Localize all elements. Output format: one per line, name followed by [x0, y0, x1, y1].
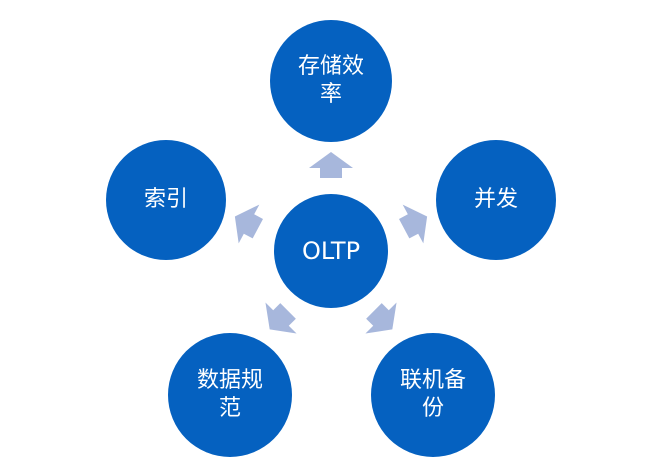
arrow-up-left-icon: [234, 204, 263, 244]
node-center-label: OLTP: [301, 237, 361, 265]
node-storage-efficiency: 存储效率: [270, 20, 392, 142]
node-concurrency-label: 并发: [473, 187, 518, 212]
node-storage-efficiency-label: 存储效率: [297, 54, 364, 107]
node-index: 索引: [106, 140, 226, 260]
node-online-backup: 联机备份: [371, 333, 495, 457]
arrow-up-right-icon: [399, 204, 428, 244]
node-data-normalization: 数据规范: [168, 333, 292, 457]
node-center-oltp: OLTP: [271, 191, 391, 311]
arrow-down-right-icon: [365, 302, 397, 334]
arrow-up-icon: [309, 152, 353, 178]
arrow-down-left-icon: [265, 302, 297, 334]
node-data-normalization-label: 数据规范: [196, 368, 263, 421]
node-concurrency: 并发: [436, 140, 556, 260]
node-online-backup-label: 联机备份: [399, 368, 466, 421]
node-index-label: 索引: [143, 187, 188, 212]
